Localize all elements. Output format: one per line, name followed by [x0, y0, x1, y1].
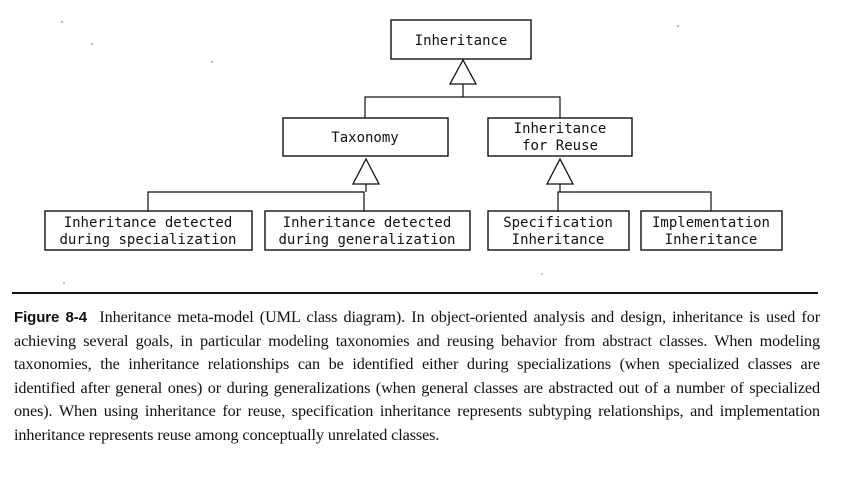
class-implementation-inheritance: Implementation Inheritance	[640, 210, 783, 251]
scan-speck	[61, 21, 63, 23]
generalization-arrowhead	[351, 157, 381, 185]
caption-divider	[12, 292, 818, 294]
class-inheritance: Inheritance	[390, 19, 532, 60]
generalization-arrowhead	[545, 157, 575, 185]
class-label-line-1: Inheritance	[514, 121, 607, 137]
scan-speck	[677, 25, 679, 27]
caption-text: Inheritance meta-model (UML class diagra…	[14, 308, 820, 444]
inheritance-class-diagram: Inheritance Taxonomy Inheritance for Reu…	[44, 19, 783, 284]
generalization-arrowhead	[448, 58, 478, 85]
figure-caption: Figure 8-4 Inheritance meta-model (UML c…	[14, 306, 820, 448]
class-label: Inheritance	[415, 33, 508, 49]
class-label-line-2: during generalization	[278, 232, 455, 248]
class-label-line-1: Inheritance detected	[64, 215, 233, 231]
generalization-inheritance-for-reuse	[545, 157, 712, 211]
scan-speck	[211, 61, 213, 63]
figure-label: Figure 8-4	[14, 309, 87, 326]
class-detected-generalization: Inheritance detected during generalizati…	[264, 210, 471, 251]
class-label-line-1: Specification	[503, 215, 613, 231]
class-taxonomy: Taxonomy	[282, 117, 449, 157]
class-label-line-2: Inheritance	[512, 232, 605, 248]
class-specification-inheritance: Specification Inheritance	[487, 210, 630, 251]
class-label: Taxonomy	[331, 130, 398, 146]
class-label-line-1: Implementation	[652, 215, 770, 231]
generalization-inheritance	[364, 58, 561, 118]
class-label-line-2: Inheritance	[665, 232, 758, 248]
class-detected-specialization: Inheritance detected during specializati…	[44, 210, 253, 251]
class-label-line-2: during specialization	[59, 232, 236, 248]
scan-speck	[91, 43, 93, 45]
class-label-line-1: Inheritance detected	[283, 215, 452, 231]
scan-speck	[541, 273, 543, 275]
scan-speck	[63, 282, 65, 284]
class-label-line-2: for Reuse	[522, 138, 598, 154]
generalization-taxonomy	[147, 157, 381, 211]
class-inheritance-for-reuse: Inheritance for Reuse	[487, 117, 633, 157]
